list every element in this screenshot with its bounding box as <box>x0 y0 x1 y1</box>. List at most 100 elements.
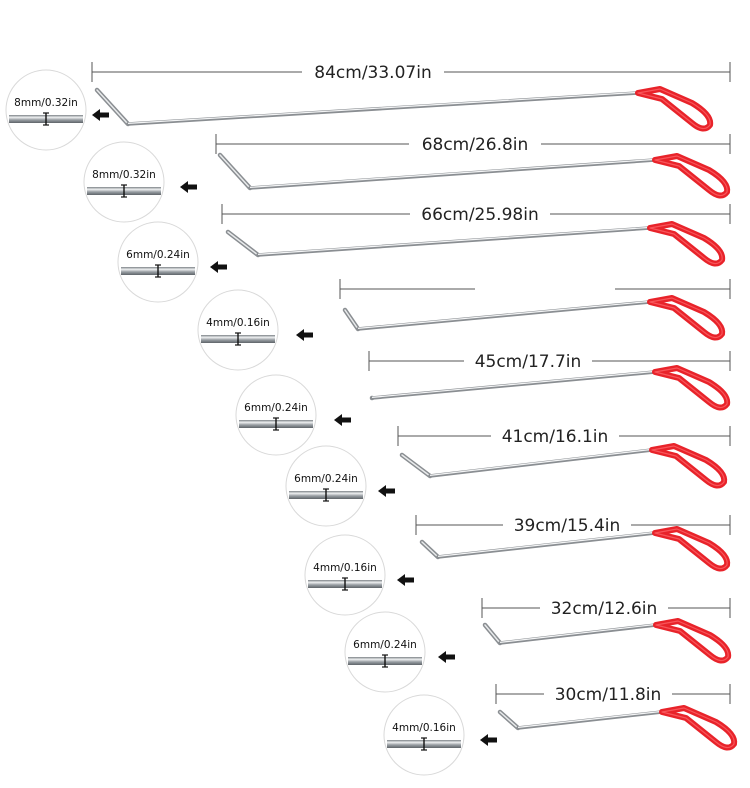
diameter-label: 6mm/0.24in <box>294 473 358 485</box>
length-label: 30cm/11.8in <box>555 685 662 705</box>
diameter-callout: 6mm/0.24in <box>344 611 426 693</box>
rod <box>225 226 652 258</box>
red-handle-highlight <box>649 297 723 339</box>
tool-row-3: 66cm/25.98in 6mm/0.24in <box>117 204 731 303</box>
red-handle-highlight <box>661 707 735 749</box>
arrow-shaft <box>404 577 414 583</box>
rod-tip-highlight <box>344 309 359 330</box>
rod-shaft-highlight <box>257 226 651 255</box>
red-handle-highlight <box>637 88 711 130</box>
diameter-circle <box>83 141 165 223</box>
red-handle-highlight <box>649 223 723 265</box>
length-label: 32cm/12.6in <box>551 599 658 619</box>
diameter-callout: 4mm/0.16in <box>304 534 386 616</box>
rod-tip-highlight <box>484 624 501 644</box>
diameter-callout: 4mm/0.16in <box>197 289 279 371</box>
diameter-label: 8mm/0.32in <box>14 97 78 109</box>
rod-tip-highlight <box>499 711 519 729</box>
arrow-left-icon <box>378 485 386 497</box>
arrow-shaft <box>445 654 455 660</box>
arrow-left-icon <box>210 261 218 273</box>
tool-row-2: 68cm/26.8in 8mm/0.32in <box>83 134 731 223</box>
length-dimension: 84cm/33.07in <box>91 62 731 83</box>
diameter-label: 4mm/0.16in <box>206 317 270 329</box>
rod-shaft-highlight <box>127 91 639 124</box>
diameter-callout: 6mm/0.24in <box>285 445 367 527</box>
diameter-callout: 6mm/0.24in <box>117 221 199 303</box>
diameter-circle <box>383 694 465 776</box>
length-dimension: 30cm/11.8in <box>495 684 731 705</box>
diameter-circle <box>5 69 87 151</box>
length-label: 41cm/16.1in <box>502 427 609 447</box>
rod-tip-highlight <box>401 454 431 477</box>
arrow-left-icon <box>180 181 188 193</box>
rod-shaft-highlight <box>371 370 656 398</box>
rod <box>482 622 658 646</box>
tool-row-5: 45cm/17.7in 6mm/0.24in <box>235 351 731 456</box>
rod-shaft-highlight <box>499 623 657 643</box>
arrow-shaft <box>187 184 197 190</box>
rod-tip-highlight <box>227 231 259 256</box>
rod-shaft-highlight <box>357 300 651 329</box>
rod <box>342 300 652 332</box>
arrow-left-icon <box>334 414 342 426</box>
tool-row-9: 30cm/11.8in 4mm/0.16in <box>383 684 738 776</box>
diameter-label: 6mm/0.24in <box>126 249 190 261</box>
length-dimension: 45cm/17.7in <box>368 351 731 372</box>
tool-row-1: 84cm/33.07in 8mm/0.32in <box>5 62 731 151</box>
rod <box>94 87 640 127</box>
red-handle-highlight <box>655 620 729 662</box>
length-label: 68cm/26.8in <box>422 135 529 155</box>
length-label: 39cm/15.4in <box>514 516 621 536</box>
length-dimension: 32cm/12.6in <box>481 598 731 619</box>
rod <box>399 448 654 479</box>
tool-row-8: 32cm/12.6in 6mm/0.24in <box>344 598 732 693</box>
red-handle-highlight <box>651 445 725 487</box>
diameter-circle <box>197 289 279 371</box>
rod-shaft-highlight <box>429 448 653 476</box>
length-dimension: 39cm/15.4in <box>415 515 731 536</box>
rod-shaft-highlight <box>517 710 663 728</box>
diameter-label: 6mm/0.24in <box>244 402 308 414</box>
length-label: 66cm/25.98in <box>421 205 538 225</box>
length-dimension: 41cm/16.1in <box>397 426 731 447</box>
arrow-left-icon <box>480 734 488 746</box>
diameter-label: 4mm/0.16in <box>392 722 456 734</box>
rod <box>497 709 664 731</box>
arrow-shaft <box>303 332 313 338</box>
rod-tip-highlight <box>219 154 251 189</box>
length-dimension <box>339 279 731 299</box>
diameter-circle <box>304 534 386 616</box>
diameter-callout: 4mm/0.16in <box>383 694 465 776</box>
arrow-left-icon <box>296 329 304 341</box>
arrow-shaft <box>341 417 351 423</box>
diameter-circle <box>235 374 317 456</box>
rod <box>217 152 657 191</box>
diameter-circle <box>285 445 367 527</box>
length-dimension: 68cm/26.8in <box>215 134 731 155</box>
arrow-shaft <box>217 264 227 270</box>
tool-row-6: 41cm/16.1in 6mm/0.24in <box>285 426 731 527</box>
length-label: 45cm/17.7in <box>475 352 582 372</box>
diameter-circle <box>344 611 426 693</box>
length-label: 84cm/33.07in <box>314 63 431 83</box>
tool-row-7: 39cm/15.4in 4mm/0.16in <box>304 515 731 616</box>
tool-row-4: 4mm/0.16in <box>197 279 731 371</box>
diameter-label: 8mm/0.32in <box>92 169 156 181</box>
rod-tip-highlight <box>96 89 129 125</box>
arrow-shaft <box>99 112 109 118</box>
length-dimension: 66cm/25.98in <box>221 204 731 225</box>
rod-tip-highlight <box>421 541 439 558</box>
rod-shaft-highlight <box>249 158 656 188</box>
red-handle-highlight <box>654 155 728 197</box>
arrow-left-icon <box>92 109 100 121</box>
arrow-shaft <box>385 488 395 494</box>
diameter-circle <box>117 221 199 303</box>
rod-shaft-highlight <box>437 531 656 557</box>
arrow-left-icon <box>438 651 446 663</box>
diameter-callout: 6mm/0.24in <box>235 374 317 456</box>
diameter-callout: 8mm/0.32in <box>5 69 87 151</box>
rod <box>419 531 657 560</box>
diameter-label: 4mm/0.16in <box>313 562 377 574</box>
diameter-callout: 8mm/0.32in <box>83 141 165 223</box>
